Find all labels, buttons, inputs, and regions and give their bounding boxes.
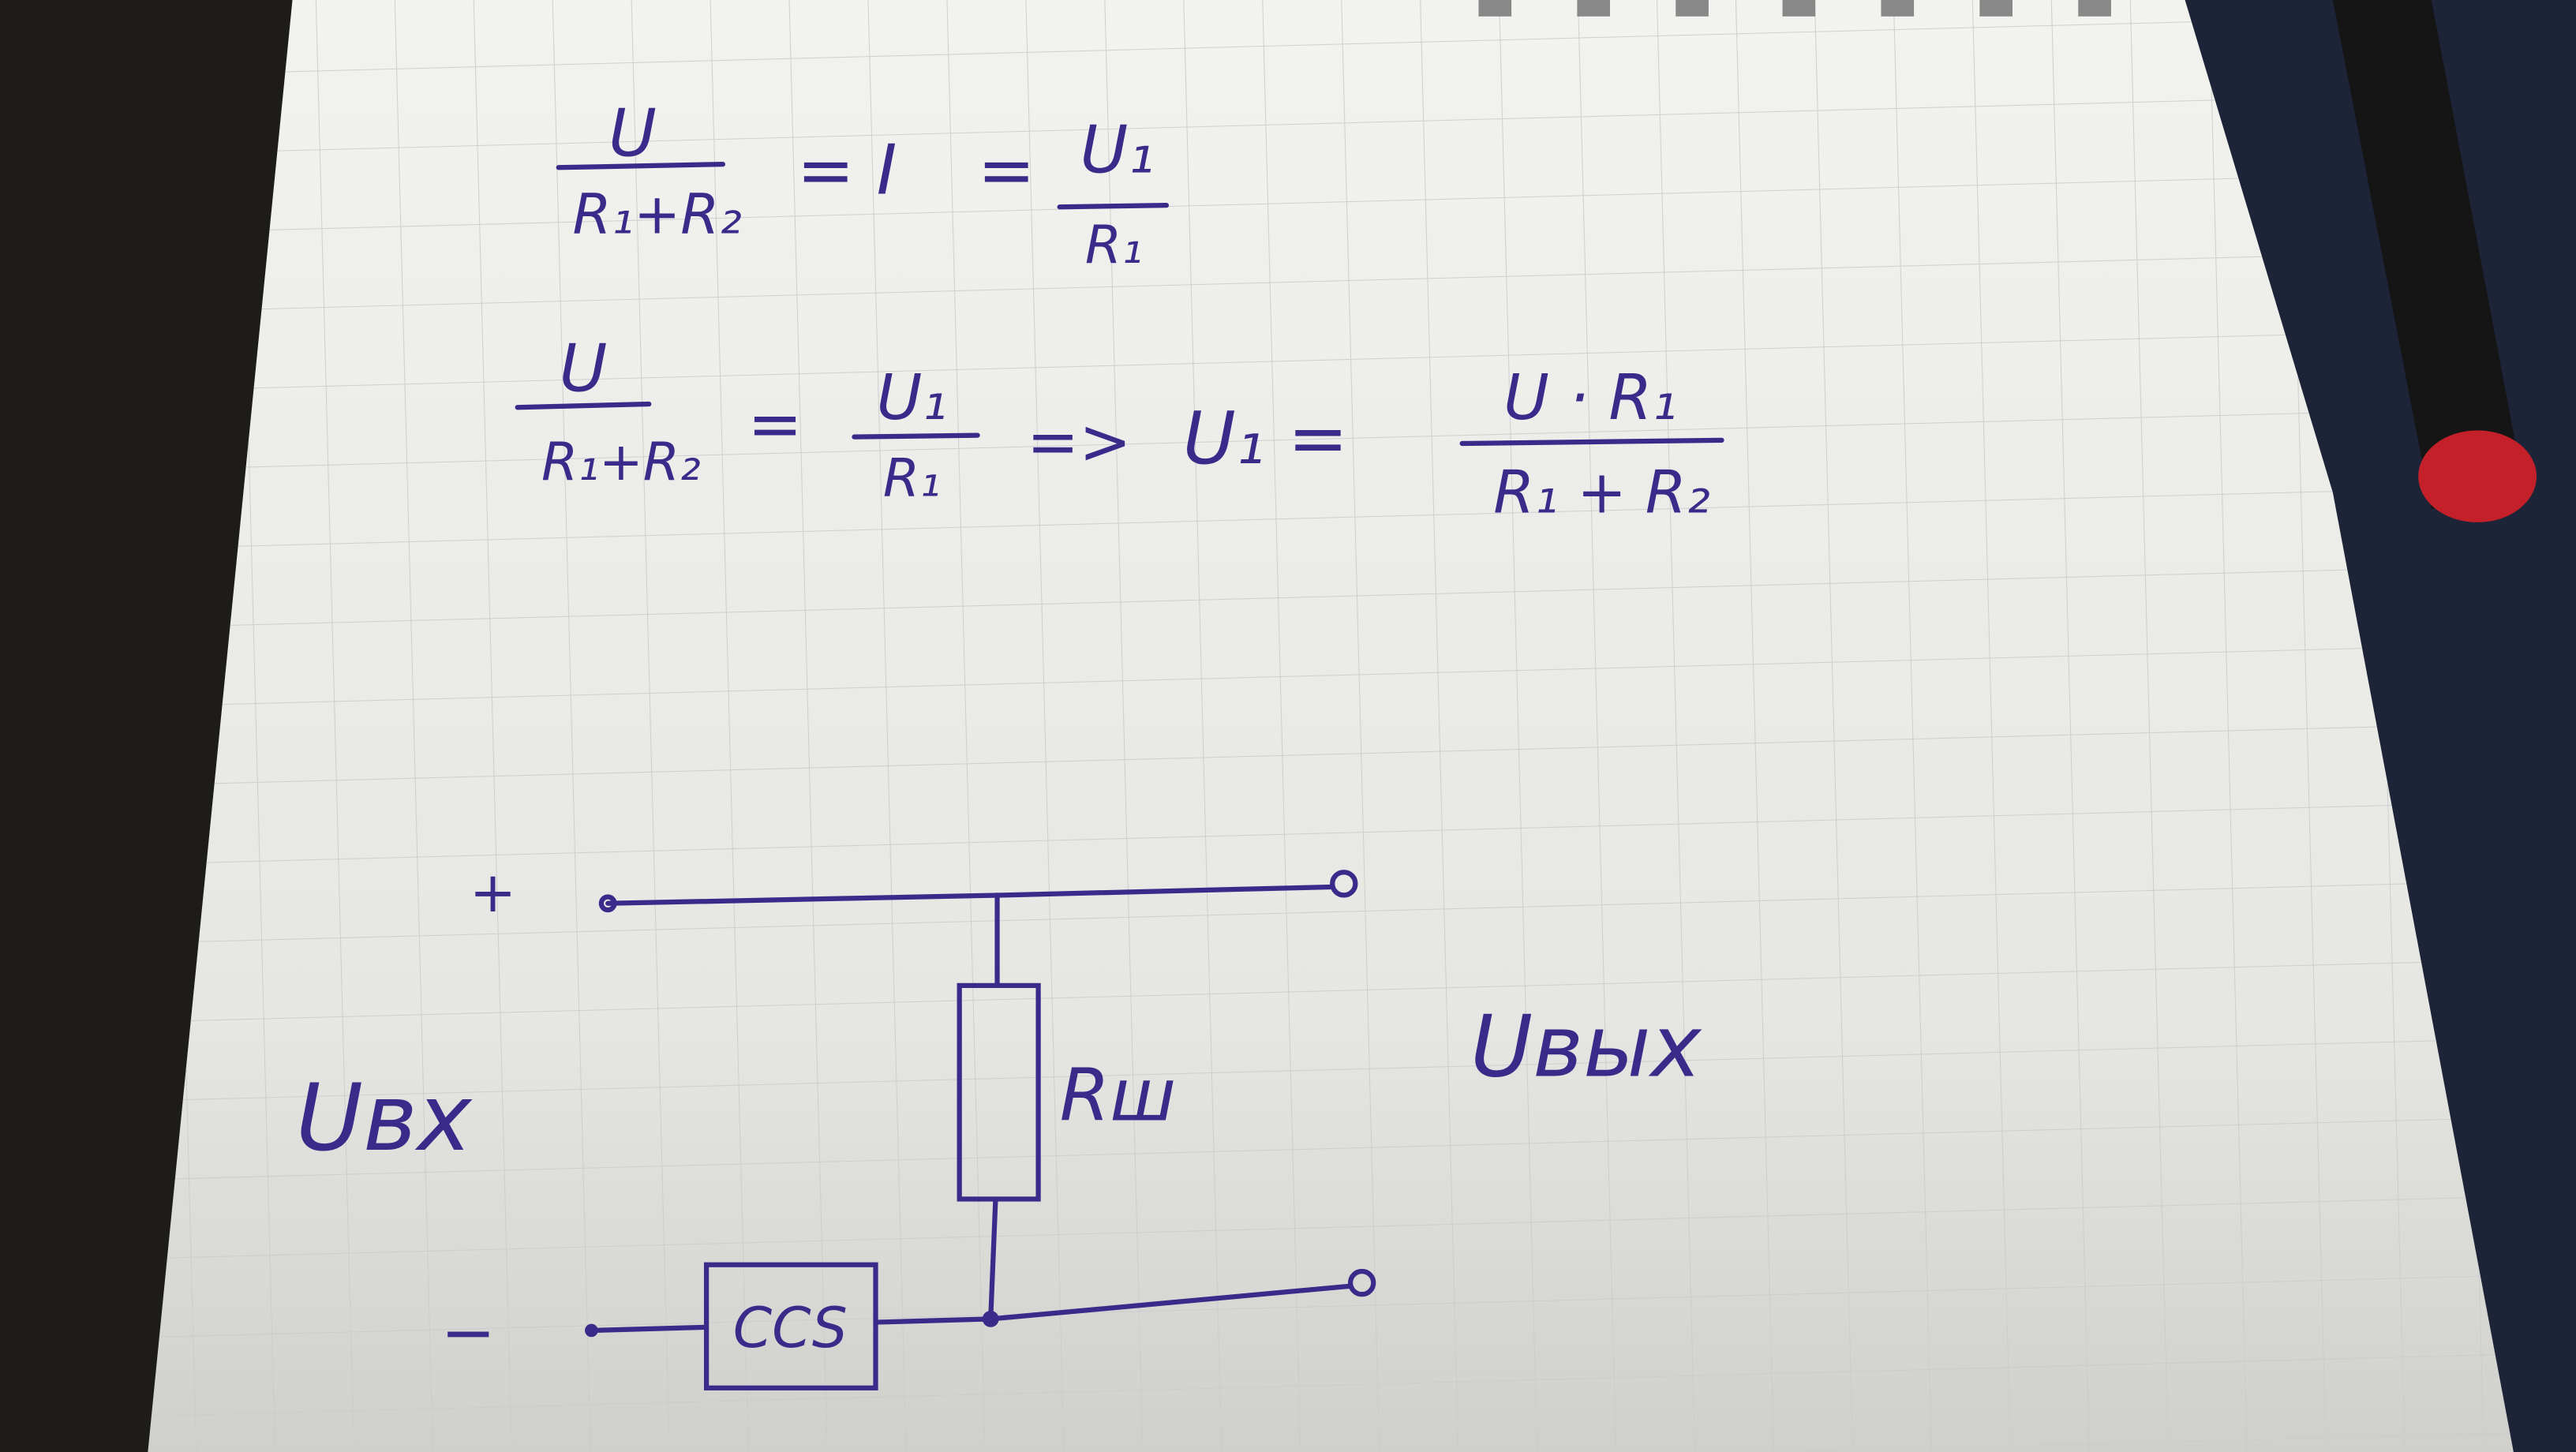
output-terminal-top xyxy=(1330,870,1358,898)
minus-label: − xyxy=(440,1294,496,1371)
f1-rhs-denominator: R₁ xyxy=(1085,214,1143,275)
f2-denominator: R₁+R₂ xyxy=(541,431,701,492)
f1-eq-i: = I xyxy=(797,130,897,211)
output-voltage-label: Uвых xyxy=(1470,997,1702,1096)
plus-label: + xyxy=(470,859,516,925)
resistor-label: Rш xyxy=(1060,1053,1176,1138)
f2-result-numerator: U · R₁ xyxy=(1503,361,1677,434)
top-wire xyxy=(605,884,1334,906)
resistor-shunt xyxy=(957,982,1041,1202)
plus-terminal xyxy=(598,894,617,913)
f1-rhs-numerator: U₁ xyxy=(1080,112,1154,189)
formula-line-2: U R₁+R₂ = U₁ R₁ => U₁ = U · R₁ R₁ + R₂ xyxy=(515,330,1724,526)
f2-result-lhs: U₁ = xyxy=(1183,396,1349,481)
f2-mid-denominator: R₁ xyxy=(883,447,941,509)
minus-terminal xyxy=(585,1323,598,1338)
spiral-binding xyxy=(1478,0,2111,17)
pen xyxy=(2332,0,2537,522)
output-terminal-bottom xyxy=(1347,1268,1376,1297)
f1-eq: = xyxy=(978,130,1035,211)
f2-implies: => xyxy=(1027,406,1132,478)
junction-dot xyxy=(982,1310,999,1327)
ccs-label: CCS xyxy=(733,1295,848,1360)
f2-numerator: U xyxy=(560,330,608,406)
ccs-box xyxy=(703,1262,878,1390)
circuit-diagram: CCS + − Uвх Rш Uвых xyxy=(296,859,1702,1390)
f2-mid-numerator: U₁ xyxy=(877,361,948,434)
f2-result-denominator: R₁ + R₂ xyxy=(1493,457,1710,526)
f1-numerator: U xyxy=(608,95,657,172)
page-grid xyxy=(148,0,2514,1452)
formula-line-1: U R₁+R₂ = I = U₁ R₁ xyxy=(556,95,1170,275)
f2-eq: = xyxy=(747,386,803,462)
f1-denominator: R₁+R₂ xyxy=(572,182,741,247)
input-voltage-label: Uвх xyxy=(296,1065,473,1172)
